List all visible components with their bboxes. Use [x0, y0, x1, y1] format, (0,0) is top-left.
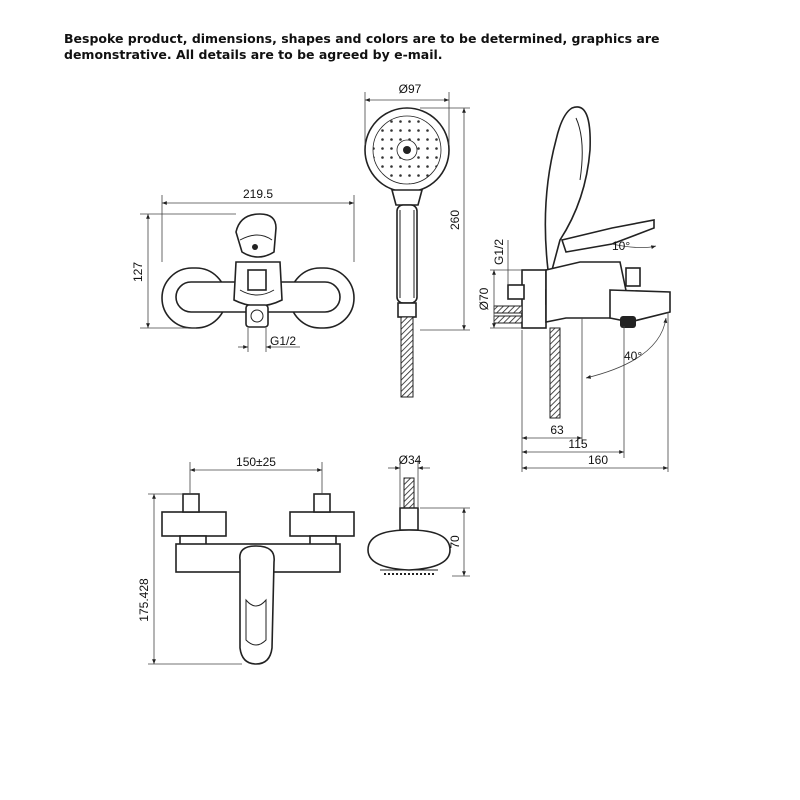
outlet-thread-label: G1/2: [270, 334, 296, 348]
plate-diameter-label: Ø70: [477, 287, 491, 310]
side-hose: [549, 327, 561, 419]
lever-indicator: [252, 244, 258, 250]
shower-head-side-view: Ø34 70: [367, 453, 470, 577]
wall-plate: [521, 269, 547, 329]
side-view: G1/2 Ø70 10° 40° 63 115 160: [477, 106, 671, 472]
right-union: [289, 511, 355, 537]
hose-diameter-label: Ø34: [399, 453, 422, 467]
depth-115-label: 115: [568, 437, 587, 451]
shower-head-body: [367, 529, 451, 571]
hand-shower-view: Ø97 260: [364, 82, 470, 398]
side-thread-label: G1/2: [492, 239, 506, 265]
depth-160-label: 160: [588, 453, 608, 467]
outlet-fitting: [245, 304, 269, 328]
disclaimer-notice: Bespoke product, dimensions, shapes and …: [64, 31, 764, 63]
shower-length-label: 260: [448, 210, 462, 230]
disclaimer-line-1: Bespoke product, dimensions, shapes and …: [64, 31, 660, 46]
hose-connector: [397, 302, 417, 318]
diverter-side: [625, 267, 641, 287]
head-height-label: 70: [448, 535, 462, 549]
spacing-dimension: 150±25: [236, 455, 276, 469]
lever-angle-label: 10°: [612, 239, 630, 253]
spout-angle-label: 40°: [624, 349, 642, 363]
height-dimension: 127: [131, 262, 145, 282]
front-view: 219.5 127 G1/2: [131, 187, 355, 352]
left-union: [161, 511, 227, 537]
top-view: 150±25 175.428: [137, 455, 355, 665]
diverter-knob: [247, 269, 267, 291]
aerator: [620, 316, 636, 328]
projection-dimension: 175.428: [137, 578, 151, 622]
depth-63-label: 63: [550, 423, 564, 437]
head-diameter-label: Ø97: [399, 82, 422, 96]
wall-pipe: [493, 305, 523, 324]
lever-side: [560, 219, 655, 253]
shower-neck: [390, 189, 424, 206]
shower-head-hose: [403, 477, 415, 509]
hose: [400, 316, 414, 398]
disclaimer-line-2: demonstrative. All details are to be agr…: [64, 47, 443, 62]
lever-top: [239, 545, 275, 665]
spout-side: [609, 289, 671, 323]
width-dimension: 219.5: [243, 187, 273, 201]
